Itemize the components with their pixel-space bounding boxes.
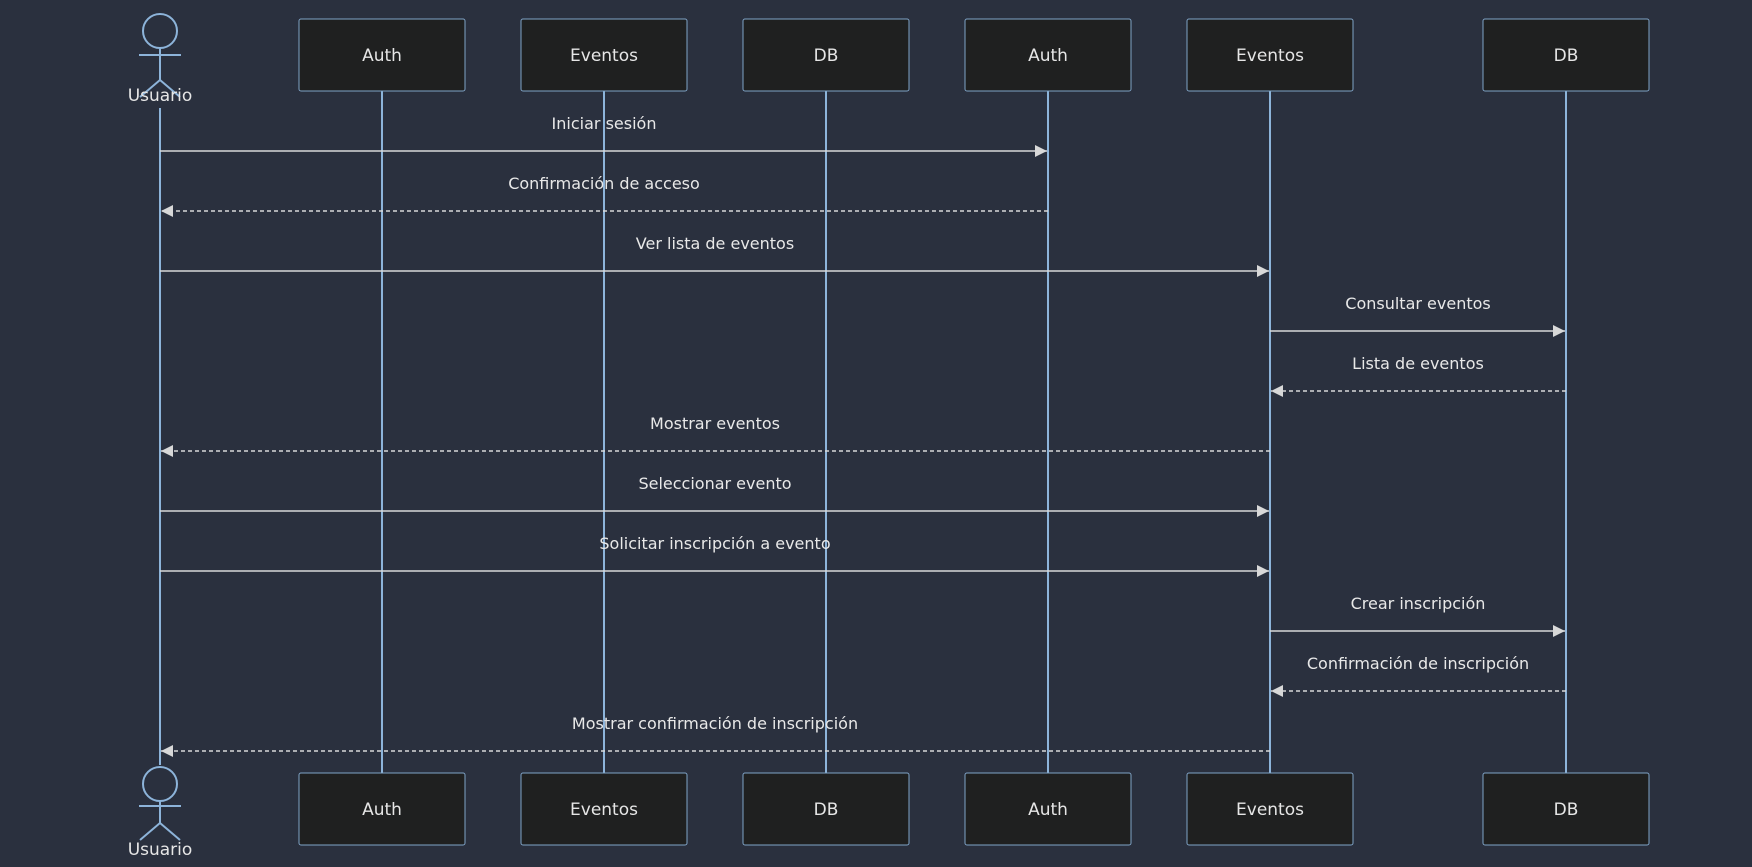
participant-box [1482, 18, 1650, 92]
user-icon [139, 766, 181, 841]
participants-bottom: Auth Eventos DB Auth Eventos DB [298, 772, 1650, 846]
participant-auth-bottom: Auth [964, 772, 1132, 846]
participant-box [742, 18, 910, 92]
user-label-bottom: Usuario [128, 840, 193, 860]
participant-box [742, 772, 910, 846]
user-icon [139, 13, 181, 98]
participant-eventos-bottom: Eventos [1186, 772, 1354, 846]
message-label: Mostrar confirmación de inscripción [572, 714, 858, 733]
participant-label: Auth [362, 800, 402, 820]
participants-top: Auth Eventos DB Auth Eventos DB [298, 18, 1650, 92]
user-label-top: Usuario [128, 86, 193, 106]
participant-db-bottom: DB [742, 772, 910, 846]
participant-label: Auth [1028, 46, 1068, 66]
message: Ver lista de eventos [160, 234, 1269, 277]
message-label: Crear inscripción [1351, 594, 1486, 613]
message-label: Mostrar eventos [650, 414, 780, 433]
message: Mostrar confirmación de inscripción [161, 714, 1270, 757]
message: Seleccionar evento [160, 474, 1269, 517]
participant-db-bottom: DB [1482, 772, 1650, 846]
participant-box [520, 772, 688, 846]
message: Lista de eventos [1271, 354, 1566, 397]
participant-box [964, 772, 1132, 846]
participant-label: DB [1554, 800, 1579, 820]
participant-auth-top: Auth [298, 18, 466, 92]
message-label: Consultar eventos [1345, 294, 1490, 313]
participant-eventos-top: Eventos [1186, 18, 1354, 92]
message-label: Ver lista de eventos [636, 234, 794, 253]
participant-label: DB [814, 800, 839, 820]
participant-label: Eventos [1236, 800, 1304, 820]
user-actor-bottom: Usuario [128, 766, 193, 860]
participant-auth-bottom: Auth [298, 772, 466, 846]
message: Confirmación de acceso [161, 174, 1048, 217]
participant-box [1186, 18, 1354, 92]
participant-auth-top: Auth [964, 18, 1132, 92]
participant-box [298, 18, 466, 92]
participant-eventos-top: Eventos [520, 18, 688, 92]
participant-box [1482, 772, 1650, 846]
message: Solicitar inscripción a evento [160, 534, 1269, 577]
participant-box [1186, 772, 1354, 846]
participant-box [298, 772, 466, 846]
participant-label: DB [1554, 46, 1579, 66]
message-label: Confirmación de acceso [508, 174, 700, 193]
participant-db-top: DB [742, 18, 910, 92]
message-label: Solicitar inscripción a evento [599, 534, 830, 553]
participant-label: Auth [362, 46, 402, 66]
participant-label: Auth [1028, 800, 1068, 820]
message: Mostrar eventos [161, 414, 1270, 457]
participant-label: Eventos [1236, 46, 1304, 66]
message: Crear inscripción [1270, 594, 1565, 637]
participant-label: Eventos [570, 46, 638, 66]
message: Consultar eventos [1270, 294, 1565, 337]
participant-db-top: DB [1482, 18, 1650, 92]
message-label: Confirmación de inscripción [1307, 654, 1529, 673]
participant-box [964, 18, 1132, 92]
message: Confirmación de inscripción [1271, 654, 1566, 697]
participant-eventos-bottom: Eventos [520, 772, 688, 846]
message: Iniciar sesión [160, 114, 1047, 157]
message-label: Iniciar sesión [552, 114, 657, 133]
lifelines [159, 91, 1567, 773]
message-label: Seleccionar evento [638, 474, 791, 493]
message-label: Lista de eventos [1352, 354, 1484, 373]
user-actor-top: Usuario [128, 13, 193, 106]
participant-label: DB [814, 46, 839, 66]
participant-label: Eventos [570, 800, 638, 820]
participant-box [520, 18, 688, 92]
